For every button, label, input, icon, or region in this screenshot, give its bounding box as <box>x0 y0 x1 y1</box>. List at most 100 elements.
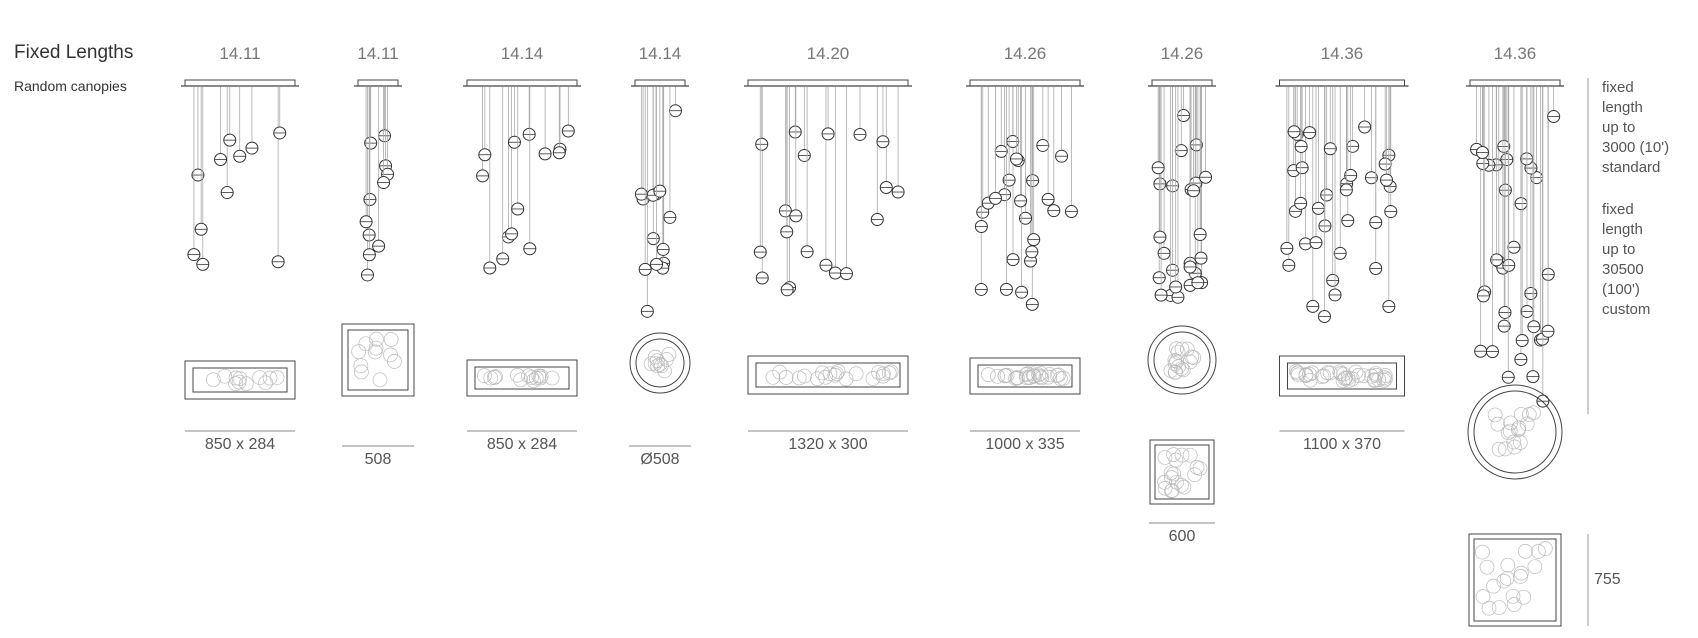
plan-globe-outline <box>1174 341 1190 357</box>
canopy-square-inner <box>1154 444 1210 500</box>
plan-globe-outline <box>875 368 891 384</box>
dimension-label: 508 <box>365 451 392 468</box>
plan-globe-outline <box>354 364 369 380</box>
plan-globe-outline <box>483 370 499 386</box>
canopy-plan-inner <box>474 366 570 390</box>
plan-globe-outline <box>871 365 886 380</box>
plan-globe-outline <box>1513 569 1528 584</box>
plan-globe-outline <box>1500 557 1516 573</box>
canopy-square-outer <box>1468 533 1562 627</box>
dimension-label: 600 <box>1169 528 1196 545</box>
canopy-square-inner <box>1473 538 1557 622</box>
plan-globe-outline <box>1513 565 1529 581</box>
model-label: 14.26 <box>1004 44 1047 63</box>
plan-globe-outline <box>810 371 825 387</box>
plan-globe-outline <box>1042 367 1057 382</box>
plan-globe-outline <box>822 366 838 382</box>
fixture-14.36-round: 14.36 <box>1466 44 1564 627</box>
plan-globe-outline <box>1157 474 1172 490</box>
plan-globe-outline <box>1174 447 1190 463</box>
canopy-plan-outer <box>1279 355 1405 397</box>
plan-globe-outline <box>258 375 273 391</box>
plan-globe-outline <box>1019 370 1034 385</box>
plan-globe-outline <box>1174 477 1189 493</box>
plan-globe-outline <box>1335 373 1351 389</box>
dimension-label: 850 x 284 <box>487 436 557 453</box>
canopy-plan-inner <box>1473 390 1557 474</box>
canopy <box>1151 79 1213 87</box>
plan-globe-outline <box>1184 349 1200 365</box>
plan-globe-outline <box>1516 589 1532 605</box>
plan-globe-outline <box>980 367 996 382</box>
canopy <box>1469 79 1561 87</box>
canopy <box>466 79 578 87</box>
plan-globe-outline <box>369 331 384 347</box>
plan-globe-outline <box>1187 467 1203 483</box>
plan-globe-outline <box>358 336 374 352</box>
canopy-plan-inner <box>977 364 1073 388</box>
plan-globe-outline <box>1333 366 1349 381</box>
plan-globe-outline <box>252 370 268 385</box>
plan-globe-outline <box>206 372 221 388</box>
plan-globe-outline <box>1507 439 1522 455</box>
plan-globe-outline <box>262 370 278 386</box>
plan-globe-outline <box>1348 364 1364 380</box>
plan-globe-outline <box>1018 367 1034 382</box>
plan-globe-outline <box>1538 541 1553 556</box>
plan-globe-outline <box>1031 367 1046 383</box>
plan-globe-outline <box>1364 368 1379 384</box>
plan-globe-outline <box>528 370 544 386</box>
canopy-plan-inner <box>192 367 288 393</box>
dimension-label: 850 x 284 <box>205 436 275 453</box>
canopy-plan-inner <box>755 362 901 388</box>
plan-globe-outline <box>1314 369 1330 384</box>
plan-globe-outline <box>1368 366 1384 381</box>
plan-globe-outline <box>650 353 665 369</box>
model-label: 14.20 <box>807 44 850 63</box>
plan-globe-outline <box>883 364 899 380</box>
plan-globe-outline <box>524 370 539 385</box>
plan-globe-outline <box>1512 435 1528 450</box>
plan-globe-outline <box>1180 341 1195 357</box>
canopy-plan-inner <box>635 338 685 388</box>
plan-globe-outline <box>383 332 399 347</box>
plan-globe-outline <box>1171 359 1186 374</box>
plan-globe-outline <box>1040 369 1056 385</box>
plan-globe-outline <box>1499 571 1515 586</box>
plan-globe-outline <box>1506 597 1522 612</box>
canopy <box>357 79 399 87</box>
plan-globe-outline <box>1378 371 1393 387</box>
plan-globe-outline <box>1519 416 1535 432</box>
plan-globe-outline <box>997 368 1013 383</box>
plan-globe-outline <box>521 368 536 384</box>
plan-globe-outline <box>827 367 843 383</box>
custom-length-note: fixed length up to 30500 (100') custom <box>1602 201 1651 318</box>
plan-globe-outline <box>654 358 669 373</box>
plan-globe-outline <box>1527 559 1543 575</box>
plan-globe-outline <box>1336 366 1351 382</box>
plan-globe-outline <box>228 370 244 386</box>
plan-globe-outline <box>532 370 548 386</box>
model-label: 14.36 <box>1321 44 1364 63</box>
plan-globe-outline <box>1034 370 1049 386</box>
plan-globe-outline <box>1517 543 1533 559</box>
plan-globe-outline <box>1049 368 1065 383</box>
canopy-plan-outer <box>969 357 1081 395</box>
plan-globe-outline <box>815 365 830 381</box>
plan-globe-outline <box>657 363 672 379</box>
plan-globe-outline <box>1169 474 1184 490</box>
plan-globe-outline <box>1168 452 1184 468</box>
plan-globe-outline <box>1320 365 1335 381</box>
plan-globe-outline <box>990 368 1005 384</box>
plan-globe-outline <box>1164 483 1180 498</box>
plan-globe-outline <box>1338 370 1354 386</box>
plan-globe-outline <box>1356 368 1372 384</box>
plan-globe-outline <box>1298 367 1314 382</box>
canopy <box>747 79 909 87</box>
plan-globe-outline <box>1051 367 1067 383</box>
plan-globe-outline <box>1481 600 1497 616</box>
canopy <box>184 79 296 87</box>
model-label: 14.14 <box>501 44 544 63</box>
